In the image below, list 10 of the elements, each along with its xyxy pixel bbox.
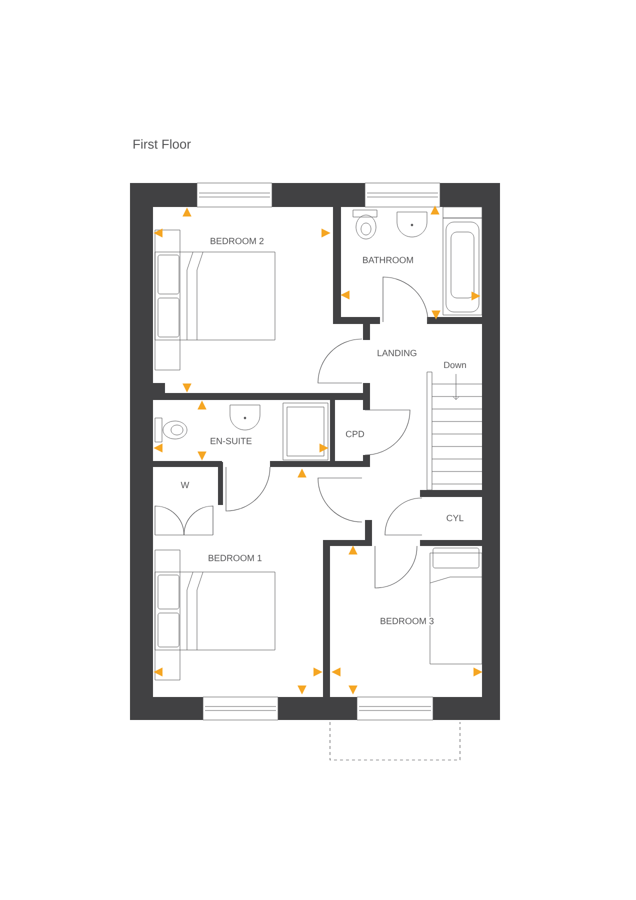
title: First Floor xyxy=(134,139,191,149)
room-label: CPD xyxy=(346,430,364,438)
stair-label: Down xyxy=(444,362,466,368)
room-label: BEDROOM 1 xyxy=(208,554,262,562)
room-label: BEDROOM 2 xyxy=(210,238,264,244)
room-label: CYL xyxy=(446,514,464,522)
room-label: LANDING xyxy=(378,350,416,356)
room-label: EN-SUITE xyxy=(210,438,252,444)
room-label: BATHROOM xyxy=(363,256,413,264)
room-label: W xyxy=(180,482,190,488)
